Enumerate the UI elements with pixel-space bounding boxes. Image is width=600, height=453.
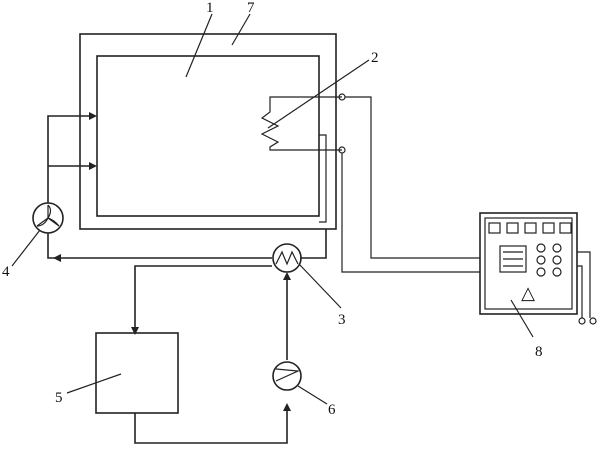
arrow-lower [89,162,97,170]
label-2: 2 [371,50,379,66]
leader-5 [66,373,122,394]
exchanger-to-enclosure [300,229,327,259]
pump-icon [272,361,302,391]
arrow-pump-in [283,403,291,411]
leader-8 [510,299,534,338]
arrow-pump-up [283,272,291,280]
heater-element [260,96,342,151]
return-line [47,233,272,259]
leader-4 [11,229,41,267]
label-1: 1 [206,0,214,16]
outer-enclosure [79,33,337,230]
label-3: 3 [338,312,346,328]
label-7: 7 [247,0,255,16]
label-6: 6 [328,402,336,418]
pipe-bottom [134,406,288,444]
label-8: 8 [535,344,543,360]
inner-loop [319,134,327,223]
leader-6 [297,385,328,405]
fan-icon [32,202,64,234]
arrow-return [53,254,61,262]
leader-2 [267,59,370,129]
power-lead-2 [577,265,583,318]
plug-terminal-1 [578,317,586,325]
leader-1 [185,13,213,78]
panel-symbol: △ [521,283,535,303]
tank-box [95,332,179,414]
label-5: 5 [55,390,63,406]
wire-top [345,96,480,259]
pipe-to-tank [134,265,272,332]
power-lead-1 [577,251,591,318]
fan-duct-upper [47,115,92,203]
control-box [479,212,578,315]
wire-bottom [341,153,480,273]
arrow-upper [89,112,97,120]
arrow-to-tank [131,327,139,335]
leader-7 [231,13,251,46]
heat-exchanger-icon [272,243,302,273]
plug-terminal-2 [589,317,597,325]
label-4: 4 [2,264,10,280]
leader-3 [298,263,342,309]
inner-chamber [96,55,320,217]
